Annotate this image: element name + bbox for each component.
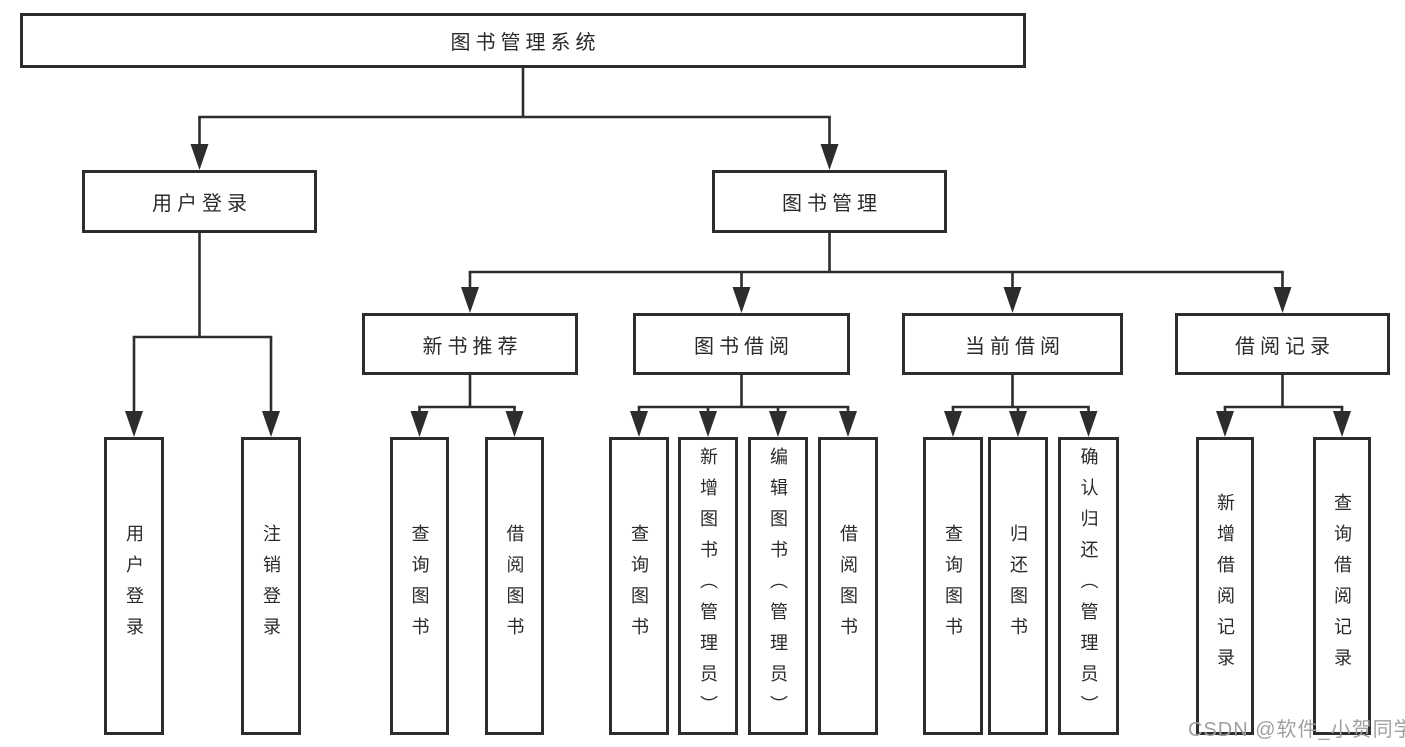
leaf-borrow-query-books: 查询图书 [609,437,669,735]
node-label: 借阅记录 [1235,335,1335,358]
leaf-confirm-return-admin: 确认归还（管理员） [1058,437,1119,735]
node-label: 借阅图书 [504,524,525,648]
leaf-return-books: 归还图书 [988,437,1048,735]
node-label: 新增图书（管理员） [698,446,718,726]
node-label: 注销登录 [261,524,281,648]
node-book-management: 图书管理 [712,170,947,233]
leaf-recommend-query-books: 查询图书 [390,437,449,735]
node-label: 新书推荐 [422,335,523,358]
leaf-current-query-books: 查询图书 [923,437,983,735]
node-label: 查询图书 [629,524,649,648]
node-book-management-system: 图书管理系统 [20,13,1026,68]
leaf-recommend-borrow-books: 借阅图书 [485,437,544,735]
leaf-query-borrow-record: 查询借阅记录 [1313,437,1371,735]
node-label: 用户登录 [124,524,144,648]
node-borrow-records: 借阅记录 [1175,313,1390,375]
node-label: 新增借阅记录 [1215,493,1235,679]
node-label: 当前借阅 [965,335,1065,358]
watermark: CSDN @软件_小贺同学 [1188,719,1405,741]
node-label: 查询图书 [409,524,430,648]
node-current-borrow: 当前借阅 [902,313,1123,375]
node-label: 借阅图书 [838,524,858,648]
leaf-user-login: 用户登录 [104,437,164,735]
leaf-add-books-admin: 新增图书（管理员） [678,437,738,735]
node-label: 查询借阅记录 [1332,493,1352,679]
leaf-add-borrow-record: 新增借阅记录 [1196,437,1254,735]
node-label: 图书借阅 [694,335,794,358]
leaf-borrow-books: 借阅图书 [818,437,878,735]
node-book-borrow: 图书借阅 [633,313,850,375]
leaf-logout: 注销登录 [241,437,301,735]
node-label: 图书管理系统 [450,32,601,54]
node-label: 图书管理 [782,193,882,215]
node-label: 归还图书 [1008,524,1028,648]
node-user-login: 用户登录 [82,170,317,233]
node-new-book-recommend: 新书推荐 [362,313,578,375]
node-label: 查询图书 [943,524,963,648]
node-label: 用户登录 [152,193,252,215]
node-label: 确认归还（管理员） [1078,446,1099,726]
leaf-edit-books-admin: 编辑图书（管理员） [748,437,808,735]
node-label: 编辑图书（管理员） [768,446,788,726]
